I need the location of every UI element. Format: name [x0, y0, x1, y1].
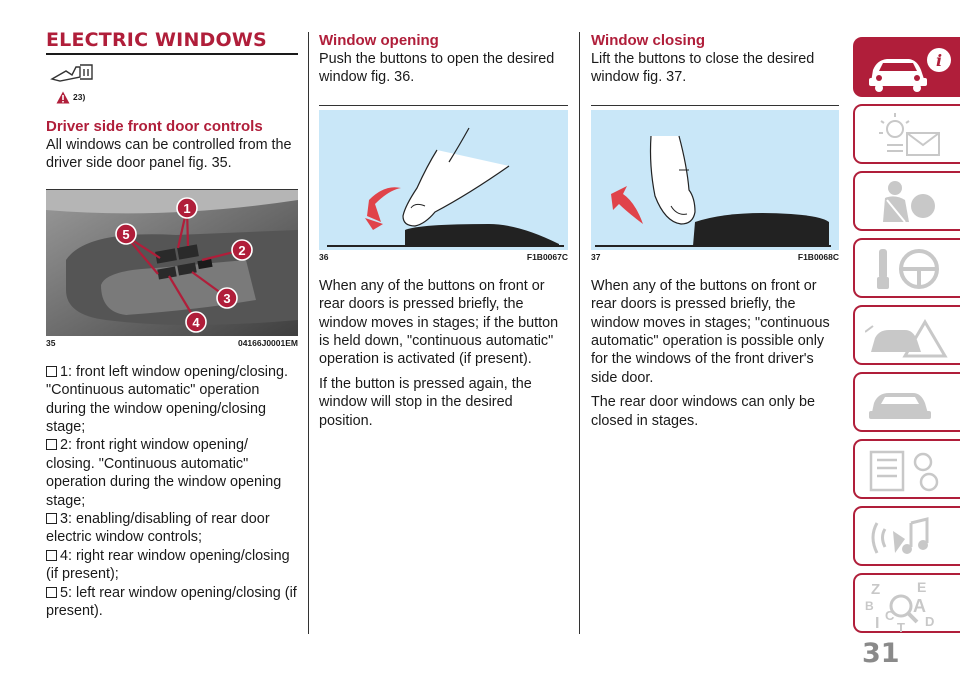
tab-warning-lights[interactable]: [853, 104, 960, 164]
window-closing-intro: Lift the buttons to close the desired wi…: [591, 51, 815, 86]
technical-data-icon: [869, 450, 939, 492]
figure-code: F1B0067C: [526, 251, 568, 262]
column-driver-controls: ELECTRIC WINDOWS 23) Driver side front d…: [46, 28, 298, 621]
list-item: 3: enabling/disabling of rear door elect…: [46, 511, 270, 546]
figure-number: 35: [46, 337, 56, 348]
figure-35: 1 2 3 4 5 35 04166J0001EM: [46, 188, 298, 348]
index-search-icon: Z E B A I C D T: [865, 580, 934, 634]
down-arrow-icon: [365, 187, 401, 230]
car-info-icon: i: [869, 48, 951, 92]
list-item: 2: front right window opening/ closing. …: [46, 437, 282, 509]
tab-index[interactable]: Z E B A I C D T: [853, 573, 960, 634]
callout-1: 1: [183, 201, 190, 216]
push-button-illustration: [319, 109, 568, 250]
warning-triangle-icon: [56, 91, 70, 104]
window-opening-intro: Push the buttons to open the desired win…: [319, 51, 555, 86]
svg-text:T: T: [897, 620, 905, 634]
checkbox-bullet-icon: [46, 365, 57, 377]
figure-number: 36: [319, 251, 329, 262]
checkbox-bullet-icon: [46, 586, 57, 598]
checkbox-bullet-icon: [46, 513, 57, 525]
title-icons: 23): [46, 55, 298, 117]
checkbox-bullet-icon: [46, 439, 57, 451]
column-window-opening: Window opening Push the buttons to open …: [319, 31, 568, 430]
window-closing-para-1: When any of the buttons on front or rear…: [591, 277, 830, 386]
svg-text:I: I: [875, 615, 879, 632]
window-opening-para-2: If the button is pressed again, the wind…: [319, 375, 532, 429]
figure-37-caption: 37 F1B0068C: [591, 252, 839, 262]
up-arrow-icon: [611, 185, 643, 224]
window-closing-subtitle: Window closing: [591, 32, 706, 49]
svg-text:A: A: [913, 596, 926, 616]
tab-multimedia[interactable]: [853, 506, 960, 566]
column-divider: [579, 32, 580, 634]
window-opening-para-1: When any of the buttons on front or rear…: [319, 277, 559, 368]
tab-starting-driving[interactable]: [853, 238, 960, 298]
column-divider: [308, 32, 309, 634]
window-closing-para-2: The rear door windows can only be closed…: [591, 394, 815, 429]
tab-maintenance[interactable]: [853, 372, 960, 432]
figure-code: 04166J0001EM: [237, 337, 298, 348]
controls-list: 1: front left window opening/closing. "C…: [46, 363, 298, 621]
figure-code: F1B0068C: [797, 251, 839, 262]
tab-technical-data[interactable]: [853, 439, 960, 499]
driver-controls-intro: All windows can be controlled from the d…: [46, 137, 292, 172]
svg-text:D: D: [925, 614, 934, 629]
callout-5: 5: [122, 227, 129, 242]
car-service-icon: [869, 393, 931, 419]
warning-light-message-icon: [879, 113, 940, 156]
figure-number: 37: [591, 251, 601, 262]
svg-text:Z: Z: [871, 581, 880, 598]
column-window-closing: Window closing Lift the buttons to close…: [591, 31, 839, 430]
seatbelt-airbag-icon: [883, 181, 935, 223]
svg-text:B: B: [865, 599, 874, 613]
tab-emergency[interactable]: [853, 305, 960, 365]
warning-reference: 23): [73, 92, 86, 102]
key-steering-wheel-icon: [877, 249, 939, 289]
svg-text:E: E: [917, 580, 926, 595]
lift-button-illustration: [591, 109, 839, 250]
callout-2: 2: [238, 243, 245, 258]
figure-35-caption: 35 04166J0001EM: [46, 338, 298, 348]
figure-36: 36 F1B0067C: [319, 104, 568, 262]
window-opening-subtitle: Window opening: [319, 32, 439, 49]
figure-37: 37 F1B0068C: [591, 104, 839, 262]
door-panel-photo: 1 2 3 4 5: [46, 189, 298, 336]
list-item: 1: front left window opening/closing. "C…: [46, 363, 288, 436]
callout-4: 4: [192, 315, 200, 330]
page-number: 31: [862, 638, 900, 669]
tab-getting-to-know-car[interactable]: i: [853, 37, 960, 97]
svg-text:i: i: [936, 51, 942, 70]
breakdown-triangle-icon: [865, 319, 948, 358]
svg-text:C: C: [885, 608, 895, 623]
window-switch-icon: [50, 64, 93, 82]
checkbox-bullet-icon: [46, 549, 57, 561]
figure-36-caption: 36 F1B0067C: [319, 252, 568, 262]
callout-3: 3: [223, 291, 230, 306]
page-title: ELECTRIC WINDOWS: [46, 28, 298, 55]
multimedia-icon: [871, 517, 929, 554]
driver-controls-subtitle: Driver side front door controls: [46, 118, 263, 135]
list-item: 5: left rear window opening/closing (if …: [46, 584, 297, 620]
tab-safety[interactable]: [853, 171, 960, 231]
list-item: 4: right rear window opening/closing (if…: [46, 547, 290, 583]
